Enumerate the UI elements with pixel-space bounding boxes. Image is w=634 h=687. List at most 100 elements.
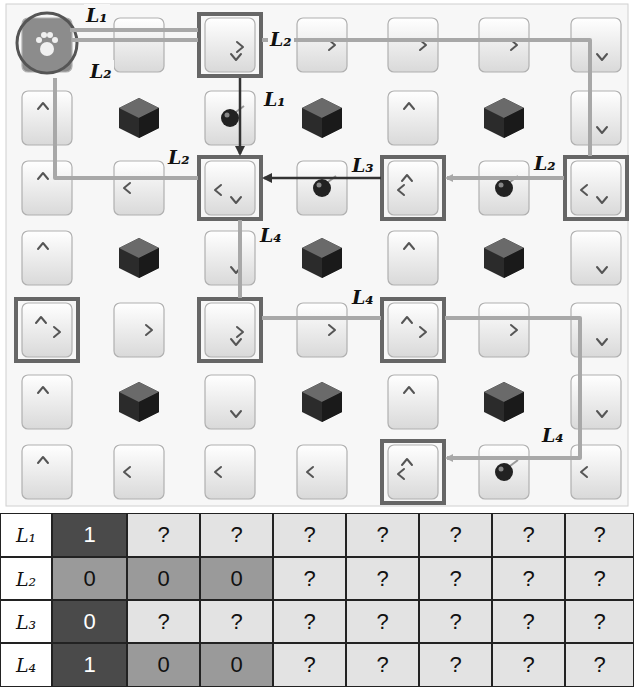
- floor-tile: [388, 231, 438, 285]
- bit-value: ?: [157, 610, 169, 634]
- bit-value: ?: [593, 523, 605, 547]
- bomb: [221, 109, 239, 127]
- bit-value: 0: [230, 653, 242, 677]
- start-circle: [17, 13, 77, 73]
- row-name: L₃: [16, 610, 36, 634]
- path-label: L₁: [84, 4, 110, 26]
- arrow-chevron: [329, 325, 335, 335]
- floor-tile: [388, 161, 438, 215]
- table-cell: ?: [273, 513, 346, 557]
- table-cell: ?: [273, 643, 346, 687]
- arrow-chevron: [124, 467, 130, 477]
- spike-block: [119, 382, 159, 422]
- table-cell: ?: [127, 513, 200, 557]
- floor-tile: [114, 445, 164, 499]
- row-header: L₄: [0, 643, 52, 687]
- route-line: [55, 78, 198, 178]
- paw-toe: [47, 32, 53, 38]
- paw-toe: [52, 37, 58, 43]
- spike-block-side: [322, 392, 342, 422]
- bit-value: ?: [522, 523, 534, 547]
- floor-tile: [22, 161, 72, 215]
- bomb: [495, 463, 513, 481]
- spike-block-side: [139, 392, 159, 422]
- table-cell: ?: [273, 600, 346, 643]
- floor-tile: [297, 161, 347, 215]
- table-cell: ?: [565, 643, 634, 687]
- highlight-frame: [382, 157, 444, 219]
- arrow-chevron: [597, 411, 607, 417]
- floor-tile: [22, 375, 72, 429]
- bit-value: ?: [230, 523, 242, 547]
- floor-tile: [571, 18, 621, 72]
- floor-tile: [388, 18, 438, 72]
- bomb-shine: [499, 467, 504, 472]
- table-cell: ?: [419, 513, 492, 557]
- spike-block-side: [322, 108, 342, 138]
- arrow-chevron: [38, 103, 48, 109]
- floor-tile: [22, 91, 72, 145]
- table-cell: ?: [273, 557, 346, 600]
- spike-block-side: [139, 248, 159, 278]
- route-line: [72, 38, 198, 42]
- table-cell: 1: [52, 643, 127, 687]
- row-header: L₂: [0, 557, 52, 600]
- table-cell: ?: [492, 643, 565, 687]
- row-name: L₄: [16, 653, 36, 677]
- table-cell: ?: [492, 600, 565, 643]
- table-cell: 0: [127, 557, 200, 600]
- bit-value: ?: [303, 567, 315, 591]
- floor-tile: [114, 18, 164, 72]
- table-cell: 0: [200, 643, 273, 687]
- table-cell: 0: [127, 643, 200, 687]
- floor-tile: [205, 303, 255, 357]
- bit-value: ?: [449, 523, 461, 547]
- arrow-chevron: [38, 173, 48, 179]
- arrow-chevron: [581, 185, 587, 195]
- move-arrow: [239, 78, 242, 154]
- floor-tile: [571, 231, 621, 285]
- arrow-chevron: [231, 197, 241, 203]
- path-label: L₄: [540, 424, 566, 446]
- path-label: L₁: [262, 88, 288, 110]
- highlight-frame: [199, 157, 261, 219]
- arrow-chevron: [402, 317, 412, 323]
- table-cell: 0: [52, 600, 127, 643]
- bomb: [313, 179, 331, 197]
- bit-value: ?: [522, 567, 534, 591]
- floor-tile: [479, 18, 529, 72]
- arrow-chevron: [402, 175, 412, 181]
- floor-tile: [388, 375, 438, 429]
- floor-tile: [479, 445, 529, 499]
- bit-value: ?: [522, 653, 534, 677]
- highlight-frame: [199, 299, 261, 361]
- floor-tile: [205, 231, 255, 285]
- arrow-chevron: [402, 459, 412, 465]
- table-cell: ?: [565, 600, 634, 643]
- floor-tile: [479, 303, 529, 357]
- table-cell: ?: [492, 557, 565, 600]
- highlight-frame: [199, 14, 261, 76]
- floor-tile: [388, 303, 438, 357]
- bomb-fuse: [510, 460, 518, 466]
- bit-value: ?: [303, 653, 315, 677]
- arrow-chevron: [215, 467, 221, 477]
- arrow-chevron: [597, 339, 607, 345]
- floor-tile: [571, 161, 621, 215]
- floor-tile: [388, 445, 438, 499]
- bit-value: ?: [230, 610, 242, 634]
- spike-block-side: [504, 248, 524, 278]
- row-header: L₃: [0, 600, 52, 643]
- spike-block: [119, 98, 159, 138]
- spike-block: [119, 238, 159, 278]
- row-name: L₂: [16, 567, 36, 591]
- row-name: L₁: [16, 523, 36, 547]
- move-arrow: [264, 177, 381, 180]
- arrow-chevron: [237, 327, 243, 337]
- arrow-chevron: [597, 127, 607, 133]
- arrow-chevron: [398, 469, 404, 479]
- arrow-chevron: [237, 42, 243, 52]
- path-label: L₂: [532, 152, 558, 174]
- table-cell: ?: [346, 600, 419, 643]
- bit-value: 0: [157, 653, 169, 677]
